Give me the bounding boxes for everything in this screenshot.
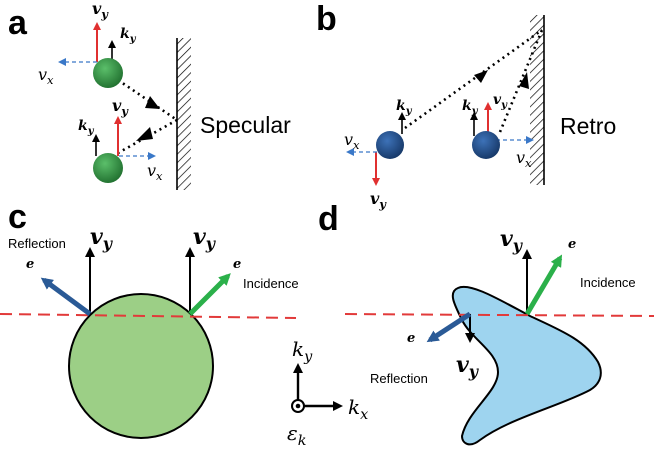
panel-b: b ky vx vy vy ky vx Retro [316, 0, 616, 211]
blue-ball-left [376, 131, 404, 159]
reflection-label-d: Reflection [370, 371, 428, 386]
panel-d: d vy e Incidence vy e Reflection [318, 200, 654, 446]
k-axes: ky kx εk [287, 337, 368, 449]
retro-label: Retro [560, 113, 616, 139]
e-label-c-incidence: e [233, 257, 241, 272]
incidence-label-c: Incidence [243, 276, 299, 291]
reflection-label-c: Reflection [8, 236, 66, 251]
vy-label-b-right: vy [493, 92, 508, 111]
panel-c: c vy vy e Reflection e Incidence [0, 198, 299, 439]
e-label-c-reflection: e [26, 257, 34, 272]
incidence-label-d: Incidence [580, 275, 636, 290]
ky-axis-label: ky [292, 337, 313, 365]
trajectory-arrowhead-b2 [519, 72, 529, 89]
panel-letter-a: a [8, 4, 28, 42]
ky-label-b-right: ky [462, 98, 479, 117]
vy-label-lower: vy [112, 96, 129, 118]
trajectory-arrowhead-out [136, 127, 153, 141]
boomerang-fermi-surface [451, 285, 602, 446]
epsilon-axis-label: εk [287, 421, 306, 449]
ky-label-b-left: ky [396, 98, 413, 117]
panel-letter-c: c [8, 198, 27, 236]
e-label-d-reflection: e [407, 331, 415, 346]
ky-label-upper: ky [120, 26, 137, 45]
vy-label-d-top: vy [500, 226, 524, 255]
trajectory-retro-short [498, 29, 544, 133]
incidence-arrow-c [188, 273, 231, 316]
trajectory-arrowhead-in [145, 96, 160, 109]
reflection-arrow-d [426, 311, 472, 343]
vx-label-lower: vx [147, 161, 163, 183]
reflection-arrow-c [40, 277, 92, 317]
vy-label-b-left: vy [370, 189, 387, 211]
vx-label-b-right: vx [516, 148, 532, 170]
vx-label-b-left: vx [344, 130, 360, 152]
panel-letter-b: b [316, 0, 337, 38]
blue-ball-right [472, 131, 500, 159]
vy-label-c-right: vy [193, 224, 217, 253]
vy-label-upper: vy [92, 0, 109, 21]
green-ball-upper [93, 58, 123, 88]
green-ball-lower [93, 153, 123, 183]
fermi-circle [68, 293, 214, 439]
boundary-dashed-c [0, 313, 297, 319]
specular-label: Specular [200, 112, 291, 138]
trajectory-retro-long [404, 28, 543, 130]
specular-wall [177, 38, 191, 190]
retro-wall [530, 15, 544, 185]
boundary-dashed-d [344, 313, 654, 317]
trajectory-arrowhead-b1 [474, 70, 488, 83]
vx-label-upper: vx [38, 65, 54, 87]
panel-letter-d: d [318, 200, 339, 238]
e-label-d-incidence: e [568, 237, 576, 252]
vy-label-d-bottom: vy [456, 352, 480, 381]
kx-axis-label: kx [348, 395, 368, 423]
ky-label-lower: ky [78, 118, 95, 137]
panel-a: a vy ky vx vy ky vx Specular [8, 0, 291, 190]
vy-label-c-left: vy [90, 224, 114, 253]
incidence-arrow-d [524, 254, 563, 316]
